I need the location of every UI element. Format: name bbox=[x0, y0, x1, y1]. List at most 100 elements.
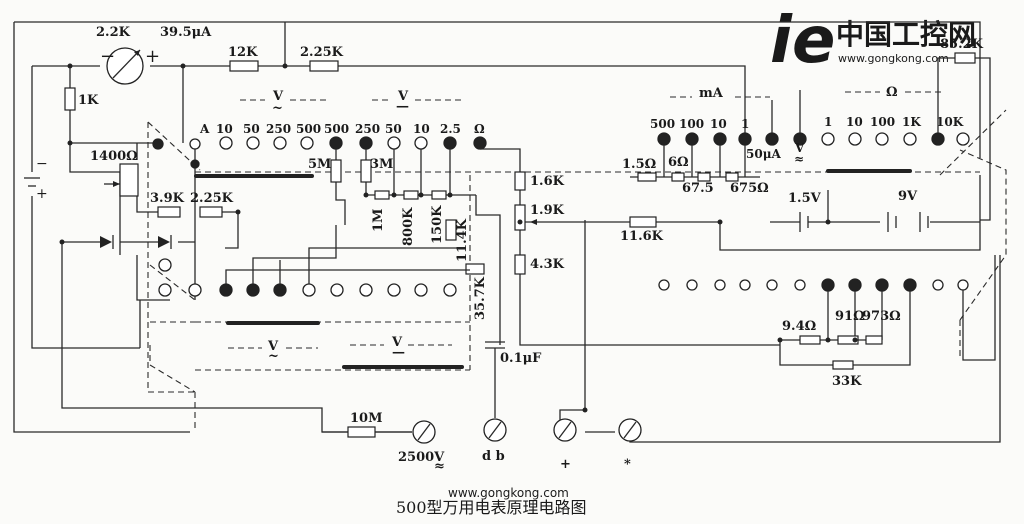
resistor-1-9k-label: 1.9K bbox=[530, 203, 565, 218]
resistor-150k-label: 150K bbox=[430, 205, 445, 244]
resistor-12k-label: 12K bbox=[228, 45, 258, 60]
resistor-11-4k-label: 11.4K bbox=[455, 218, 470, 262]
jack-left-mid bbox=[158, 258, 172, 272]
switch-row-middle bbox=[219, 283, 457, 297]
resistor-800k-label: 800K bbox=[401, 207, 416, 246]
terminal-plus-label: + bbox=[560, 457, 571, 472]
resistor-67-5 bbox=[697, 172, 711, 182]
battery-1-5v-label: 1.5V bbox=[788, 191, 822, 206]
jack-left-mid3 bbox=[188, 283, 202, 297]
pot-1-9k-arrow bbox=[530, 219, 537, 225]
resistor-6 bbox=[671, 172, 685, 182]
resistor-1m-h bbox=[374, 190, 390, 200]
resistor-4-3k-label: 4.3K bbox=[530, 257, 565, 272]
resistor-5m bbox=[330, 159, 342, 183]
switch-row-ma bbox=[657, 132, 807, 146]
terminal-plus[interactable] bbox=[553, 418, 577, 442]
resistor-85-2k bbox=[954, 52, 976, 64]
jack-left-top bbox=[152, 138, 164, 150]
terminal-2500v-sym: ≈ bbox=[434, 459, 445, 474]
wire-middle-row bbox=[225, 225, 470, 284]
switch-label-1: 10 bbox=[216, 122, 233, 136]
potentiometer-1400-label: 1400Ω bbox=[90, 149, 138, 164]
ma-label-sym: ≈ bbox=[794, 152, 804, 166]
switch-row-bottom-right bbox=[658, 278, 969, 292]
resistor-91-label: 91Ω bbox=[835, 309, 865, 324]
group-acv-top: V bbox=[272, 89, 284, 104]
dashed-switch-link-left bbox=[147, 121, 980, 430]
group-acv-bottom: V bbox=[267, 339, 279, 354]
switch-label-6: 250 bbox=[355, 122, 380, 136]
group-dcv-top: V bbox=[397, 89, 409, 104]
watermark-logo: ie bbox=[770, 4, 835, 78]
ma-label-5: V bbox=[794, 141, 805, 155]
terminal-db[interactable] bbox=[483, 418, 507, 442]
dashed-switch-link-right bbox=[469, 109, 1007, 370]
ohm-label-4: 10K bbox=[936, 115, 964, 129]
diode-2 bbox=[158, 235, 172, 249]
resistor-1-6k-label: 1.6K bbox=[530, 174, 565, 189]
resistor-675 bbox=[725, 172, 739, 182]
resistor-12k bbox=[229, 60, 259, 72]
resistor-10m bbox=[347, 426, 376, 438]
resistor-35-7k bbox=[465, 263, 485, 275]
switch-label-5: 500 bbox=[324, 122, 349, 136]
resistor-2-25k-top bbox=[309, 60, 339, 72]
resistor-9-4-label: 9.4Ω bbox=[782, 319, 816, 334]
battery-left-plus: + bbox=[36, 186, 48, 202]
jack-A-dot bbox=[190, 159, 200, 169]
ma-label-0: 500 bbox=[650, 117, 675, 131]
watermark-url-top: www.gongkong.com bbox=[838, 52, 949, 65]
resistor-2-25k-top-label: 2.25K bbox=[300, 45, 344, 60]
watermark-url-bottom: www.gongkong.com bbox=[448, 486, 569, 500]
resistor-3-9k bbox=[157, 206, 181, 218]
battery-left bbox=[24, 177, 40, 187]
ma-label-3: 1 bbox=[741, 117, 749, 131]
pot-wiper-arrow bbox=[113, 181, 120, 187]
switch-label-3: 250 bbox=[266, 122, 291, 136]
battery-left-minus: − bbox=[36, 156, 48, 172]
ma-label-4: 50μA bbox=[746, 147, 781, 161]
resistor-3-9k-label: 3.9K bbox=[150, 191, 185, 206]
meter-current-label: 39.5μA bbox=[160, 25, 212, 40]
diode-1 bbox=[100, 235, 114, 249]
potentiometer-1400 bbox=[119, 163, 139, 197]
resistor-2-25k-label: 2.25K bbox=[190, 191, 234, 206]
resistor-1-5 bbox=[637, 172, 657, 182]
wire-outer-left bbox=[13, 21, 981, 433]
wire-ohm-network bbox=[480, 148, 981, 346]
wire-bottom-terminals bbox=[322, 220, 1001, 443]
terminal-2500v-label: 2500V bbox=[398, 450, 445, 465]
resistor-6-label: 6Ω bbox=[668, 155, 689, 170]
wire-85k bbox=[937, 57, 991, 221]
meter-symbol bbox=[106, 47, 144, 85]
resistor-1-6k bbox=[514, 171, 526, 191]
resistor-2-25k bbox=[199, 206, 223, 218]
resistor-3m-label: 3M bbox=[370, 157, 393, 172]
resistor-800k-h bbox=[403, 190, 419, 200]
switch-label-10: Ω bbox=[474, 122, 485, 136]
group-ohm: Ω bbox=[886, 85, 898, 100]
terminal-2500v[interactable] bbox=[412, 420, 436, 444]
wire-114k bbox=[475, 195, 501, 345]
resistor-973 bbox=[865, 335, 883, 345]
bracket-bottom bbox=[228, 344, 452, 349]
terminal-db-label: d b bbox=[482, 449, 505, 464]
switch-label-8: 10 bbox=[413, 122, 430, 136]
resistor-675-label: 675Ω bbox=[730, 181, 769, 196]
terminal-common[interactable] bbox=[618, 418, 642, 442]
resistor-1k bbox=[64, 87, 76, 111]
wire-diodes bbox=[61, 241, 412, 433]
resistor-11-6k bbox=[629, 216, 657, 228]
resistor-1-5-label: 1.5Ω bbox=[622, 157, 656, 172]
resistor-973-label: 973Ω bbox=[862, 309, 901, 324]
ohm-label-3: 1K bbox=[902, 115, 921, 129]
group-acv-top-sym: ~ bbox=[272, 101, 283, 116]
resistor-5m-label: 5M bbox=[308, 157, 331, 172]
resistor-33k bbox=[832, 360, 854, 370]
group-dcv-bottom: V bbox=[391, 335, 403, 350]
ohm-label-0: 1 bbox=[824, 115, 832, 129]
switch-label-0: A bbox=[199, 122, 210, 136]
